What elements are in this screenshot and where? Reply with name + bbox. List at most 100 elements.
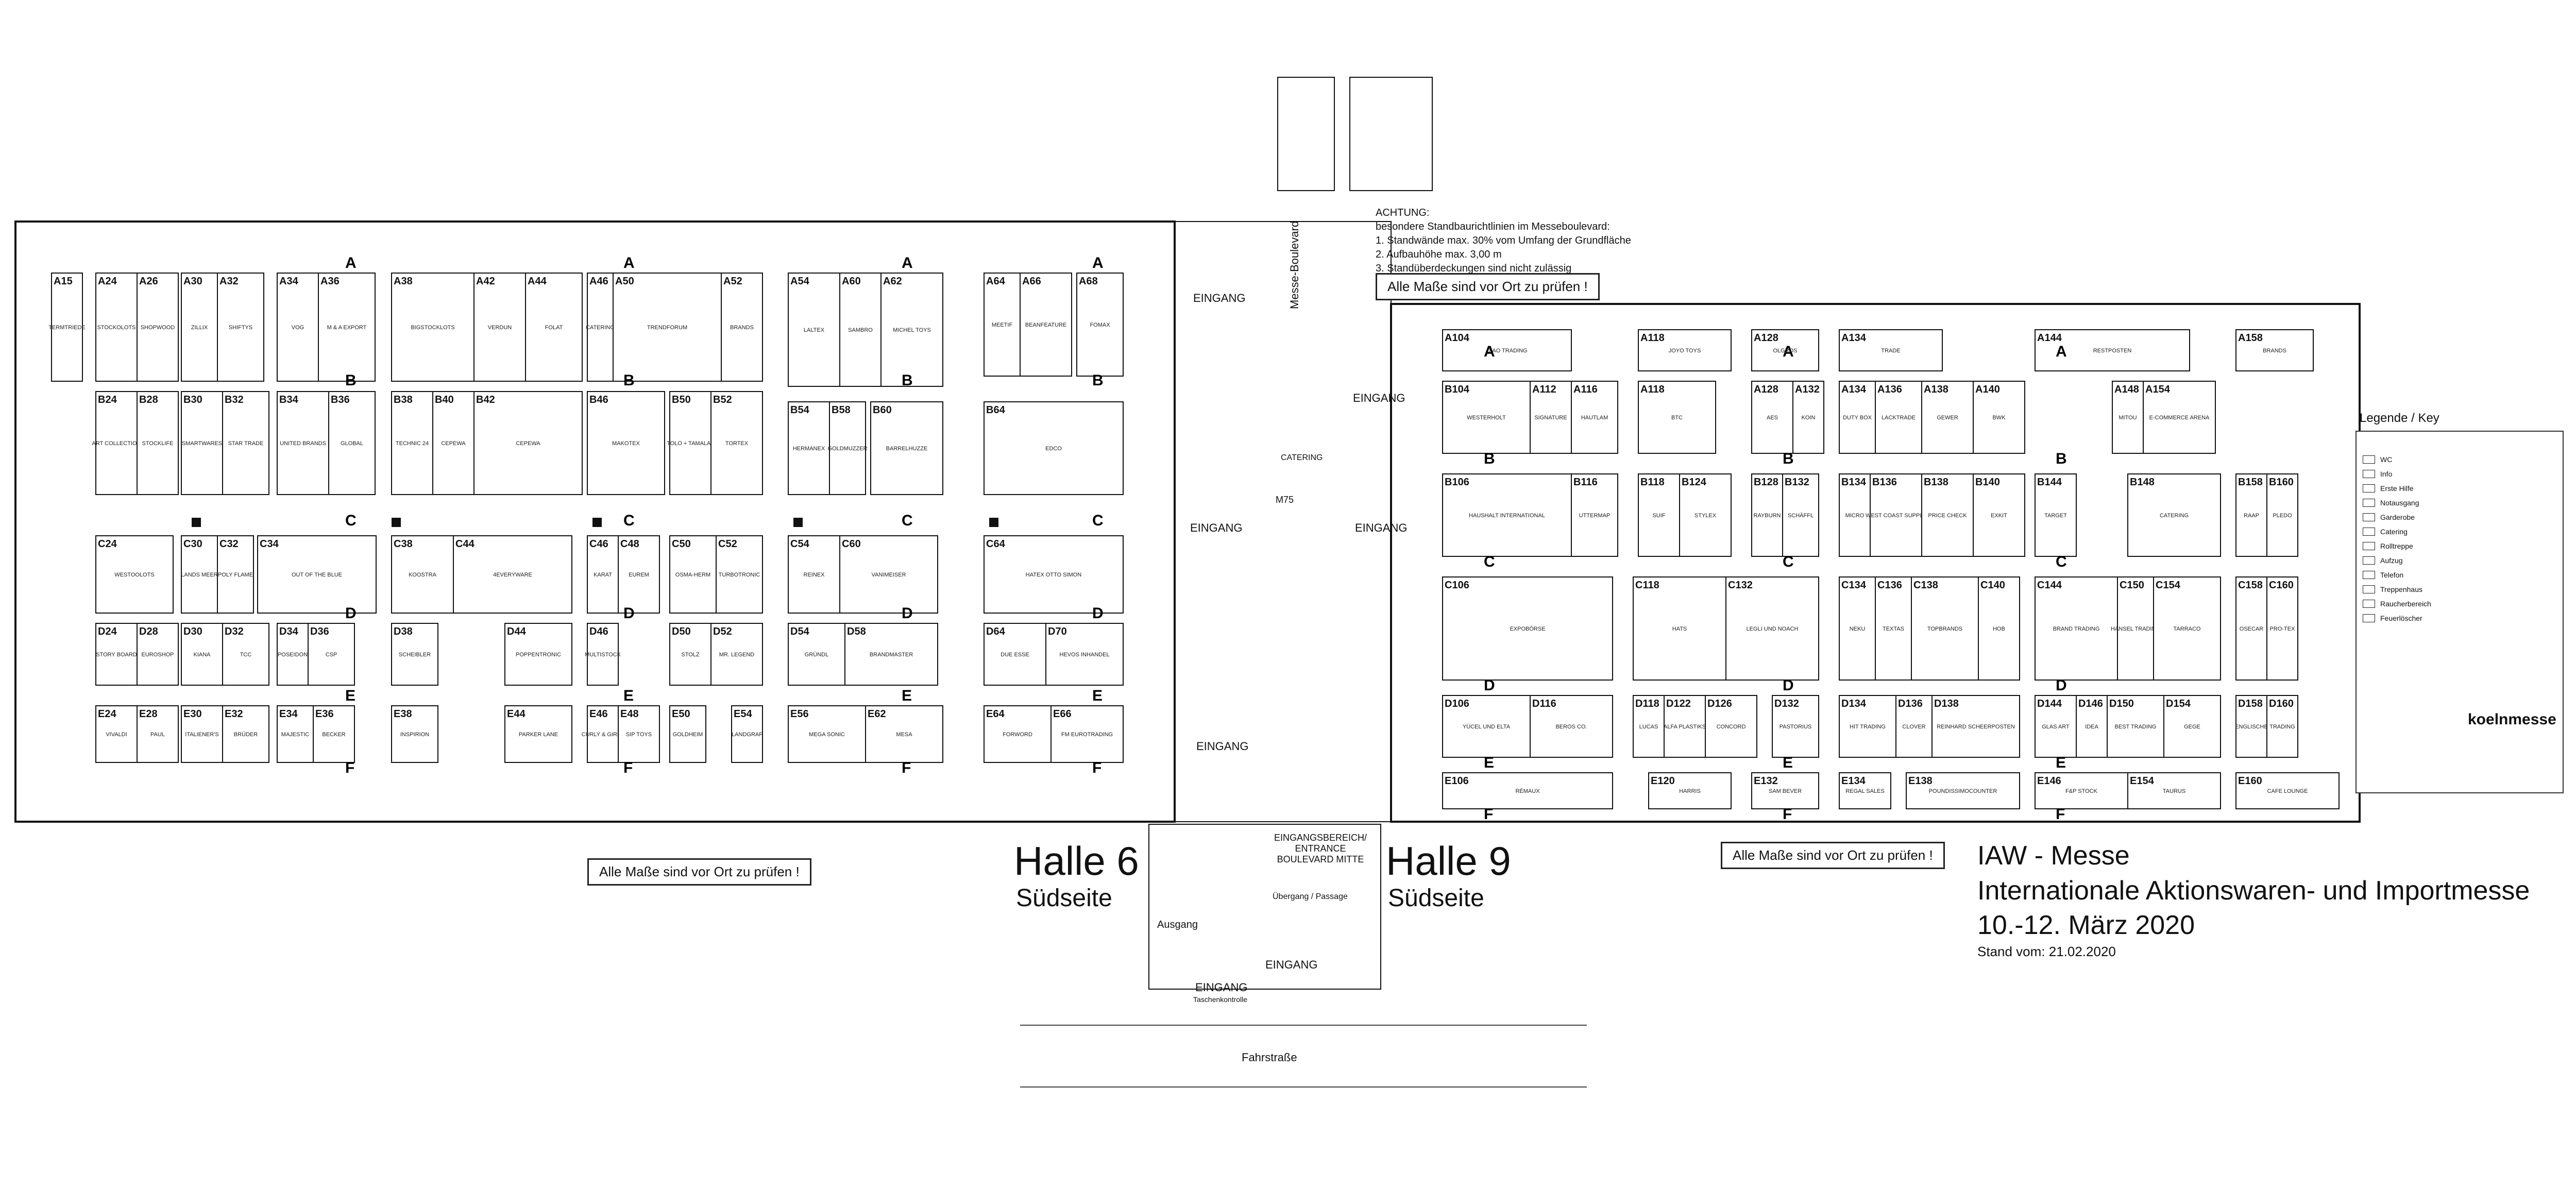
booth-exhibitor: WESTERHOLT <box>1467 415 1506 421</box>
booth-outline <box>1442 381 1531 454</box>
measure-notice-h6: Alle Maße sind vor Ort zu prüfen ! <box>587 858 811 886</box>
booth-exhibitor: GEWER <box>1937 415 1958 421</box>
booth-outline <box>2235 576 2267 681</box>
booth-outline <box>391 535 454 614</box>
aisle-marker <box>793 518 803 527</box>
booth-exhibitor: LUCAS <box>1639 724 1658 730</box>
booth-number: C138 <box>1913 580 1938 591</box>
booth-exhibitor: STOLZ <box>681 652 700 658</box>
booth-number: B36 <box>331 394 350 405</box>
booth-number: D38 <box>394 626 413 637</box>
booth-exhibitor: ENGLISCHE <box>2235 724 2268 730</box>
booth-outline <box>137 623 179 686</box>
booth-outline <box>984 705 1052 763</box>
booth-number: B32 <box>225 394 244 405</box>
booth-number: B160 <box>2269 477 2294 488</box>
booth-exhibitor: PRO-TEX <box>2270 626 2296 632</box>
booth-outline <box>181 535 218 614</box>
booth-exhibitor: SHOPWOOD <box>141 325 175 331</box>
booth-exhibitor: GRÜNDL <box>805 652 828 658</box>
booth-outline <box>2035 772 2128 809</box>
passage-label: Übergang / Passage <box>1273 892 1348 901</box>
booth-exhibitor: F&P STOCK <box>2065 788 2098 794</box>
booth-exhibitor: SIGNATURE <box>1534 415 1567 421</box>
booth-outline <box>1973 381 2025 454</box>
booth-exhibitor: CLOVER <box>1902 724 1925 730</box>
measure-notice-h9: Alle Maße sind vor Ort zu prüfen ! <box>1721 842 1945 869</box>
entrance-label: EINGANG <box>1193 292 1246 304</box>
booth-exhibitor: BEROS CO. <box>1555 724 1587 730</box>
booth-number: C132 <box>1728 580 1753 591</box>
booth-exhibitor: VIVALDI <box>106 732 127 738</box>
booth-outline <box>1633 576 1726 681</box>
booth-number: B104 <box>1445 384 1470 395</box>
booth-outline <box>277 705 314 763</box>
booth-exhibitor: CONCORD <box>1717 724 1746 730</box>
legend-symbol-icon <box>2363 528 2375 536</box>
booth-exhibitor: TOLO + TAMALAY <box>667 440 714 447</box>
booth-outline <box>669 705 706 763</box>
booth-number: C30 <box>183 538 202 550</box>
booth-outline <box>1679 473 1732 557</box>
booth-outline <box>1633 695 1665 758</box>
booth-exhibitor: AES <box>1767 415 1778 421</box>
row-letter: D <box>623 605 635 622</box>
booth-exhibitor: GLOBAL <box>341 440 363 447</box>
booth-exhibitor: WESTOOLOTS <box>114 572 154 578</box>
booth-number: B158 <box>2238 477 2263 488</box>
booth-number: B124 <box>1682 477 1707 488</box>
booth-number: A144 <box>2037 332 2062 344</box>
booth-outline <box>181 623 223 686</box>
booth-exhibitor: DIAO TRADING <box>1486 348 1527 354</box>
entrance-label: EINGANG <box>1196 740 1249 753</box>
booth-exhibitor: GEGE <box>2184 724 2200 730</box>
booth-number: E32 <box>225 708 243 720</box>
boulevard-booth-label: M75 <box>1276 495 1294 505</box>
booth-exhibitor: VERDUN <box>488 325 512 331</box>
booth-number: B116 <box>1573 477 1598 488</box>
booth-outline <box>839 273 882 387</box>
booth-exhibitor: BRANDMASTER <box>870 652 913 658</box>
booth-exhibitor: STORY BOARD <box>96 652 137 658</box>
booth-exhibitor: ITALIENER'S <box>185 732 218 738</box>
booth-outline <box>1839 329 1943 371</box>
booth-number: B34 <box>279 394 299 405</box>
booth-number: A34 <box>279 276 299 287</box>
booth-exhibitor: STOCKOLOTS <box>97 325 136 331</box>
row-letter: D <box>1484 677 1495 694</box>
booth-number: E34 <box>279 708 298 720</box>
achtung-line: besondere Standbaurichtlinien im Messebo… <box>1376 221 1610 232</box>
row-letter: A <box>1484 343 1495 360</box>
booth-outline <box>2035 329 2190 371</box>
row-letter: E <box>345 687 355 704</box>
booth-number: D34 <box>279 626 299 637</box>
booth-number: E132 <box>1754 775 1778 787</box>
booth-exhibitor: BTC <box>1671 415 1683 421</box>
booth-outline <box>880 273 943 387</box>
row-letter: E <box>1783 754 1793 771</box>
booth-exhibitor: BRANDS <box>730 325 754 331</box>
